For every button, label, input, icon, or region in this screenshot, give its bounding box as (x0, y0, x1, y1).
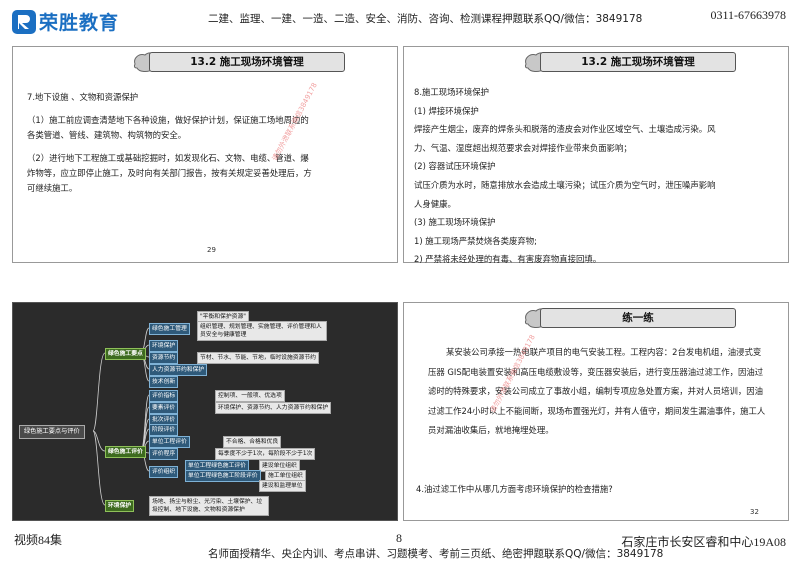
text-line: 8.施工现场环境保护 (414, 87, 489, 97)
mindmap-node: 单位工程绿色施工阶段评价 (185, 470, 261, 482)
footer-notice: 名师面授精华、央企内训、考点串讲、习题模考、考前三页纸、绝密押题联系QQ/微信：… (208, 548, 664, 560)
text-line: 1) 施工现场严禁焚烧各类废弃物; (414, 235, 537, 246)
mindmap-note: 控制项、一般项、优选项 (215, 390, 285, 402)
mindmap-note: 每季度不少于1次，每阶段不少于1次 (215, 448, 316, 460)
mindmap-note: 不合格、合格和优良 (223, 436, 282, 448)
slide-body: 8.施工现场环境保护 (1) 焊接环境保护 焊接产生烟尘，废弃的焊条头和脱落的渣… (414, 87, 780, 273)
text-line: 力、气温、湿度超出规范要求会对焊接作业带来负面影响； (414, 142, 632, 153)
mindmap-branch: 环境保护 (105, 500, 135, 512)
text-line: 焊接产生烟尘，废弃的焊条头和脱落的渣皮会对作业区域空气、土壤造成污染。风 (414, 124, 716, 135)
slide-title: 练一练 (540, 308, 736, 328)
mindmap-note: 场地、扬尘与粉尘、光污染、土壤保护、垃圾控制、地下设施、文物和资源保护 (149, 496, 269, 516)
header-phone: 0311-67663978 (710, 8, 786, 22)
mindmap-note: 组织管理、规划管理、实施管理、评价管理和人员安全与健康管理 (197, 321, 327, 341)
mindmap-node: 环境保护 (149, 340, 179, 352)
page-header: 荣胜教育 二建、监理、一建、一造、二造、安全、消防、咨询、检测课程押题联系QQ/… (0, 0, 800, 38)
mindmap-node: 资源节约 (149, 352, 179, 364)
header-notice: 二建、监理、一建、一造、二造、安全、消防、咨询、检测课程押题联系QQ/微信：38… (208, 13, 643, 25)
text-line: 各类管道、管线、建筑物、构筑物的安全。 (27, 130, 187, 140)
text-line: 可继续施工。 (27, 183, 78, 193)
footer-address: 石家庄市长安区睿和中心19A08 (621, 535, 786, 549)
mindmap-note: 节材、节水、节能、节地，临时设施资源节约 (197, 352, 319, 364)
mindmap-note: 建设和监理单位 (259, 480, 306, 492)
text-line: (1) 焊接环境保护 (414, 105, 479, 116)
text-line: (2) 容器试压环境保护 (414, 161, 496, 172)
mindmap-node: 评价程序 (149, 448, 179, 460)
brand-r-icon (12, 9, 36, 34)
slide-32: 练一练 某安装公司承接一热电联产项目的电气安装工程。工程内容：2台发电机组，油浸… (403, 302, 789, 521)
text-line: 炸物等，应立即停止施工，及时向有关部门报告，按有关规定妥善处理后，方 (27, 168, 312, 178)
brand-logo: 荣胜教育 (12, 8, 119, 35)
slide-30: 13.2 施工现场环境管理 8.施工现场环境保护 (1) 焊接环境保护 焊接产生… (403, 46, 789, 264)
mindmap-node: 阶段评价 (149, 424, 179, 436)
footer-video-count: 视频84集 (14, 533, 63, 547)
mindmap-node: 人力资源节约和保护 (149, 364, 208, 376)
mindmap-slide: 绿色施工要点与评价 绿色施工要点 绿色施工评价 环境保护 绿色施工管理 环境保护… (12, 302, 398, 521)
slide-title: 13.2 施工现场环境管理 (149, 52, 345, 72)
mindmap-branch: 绿色施工要点 (105, 348, 146, 360)
mindmap-node: 绿色施工管理 (149, 323, 190, 335)
text-line: 试压介质为水时，随意排放水会造成土壤污染；试压介质为空气时，泄压噪声影响 (414, 179, 716, 190)
mindmap-node: 评价指标 (149, 390, 179, 402)
mindmap-node: 评价组织 (149, 466, 179, 478)
question-text: 4.油过滤工作中从哪几方面考虑环境保护的检查措施? (416, 484, 613, 494)
slide-body: 7.地下设施 、文物和资源保护 （1）施工前应调查清楚地下各种设施，做好保护计划… (27, 92, 389, 206)
text-line: （1）施工前应调查清楚地下各种设施，做好保护计划，保证施工场地周边的 (27, 115, 309, 125)
case-paragraph: 某安装公司承接一热电联产项目的电气安装工程。工程内容：2台发电机组，油浸式变压器… (428, 347, 766, 435)
text-line: (3) 施工现场环境保护 (414, 217, 496, 228)
brand-name: 荣胜教育 (39, 12, 120, 34)
slide-29: 13.2 施工现场环境管理 7.地下设施 、文物和资源保护 （1）施工前应调查清… (12, 46, 398, 263)
text-line: （2）进行地下工程施工或基础挖掘时，如发现化石、文物、电缆、管道、爆 (27, 153, 309, 163)
mindmap-note: 环境保护、资源节约、人力资源节约和保护 (215, 402, 332, 414)
mindmap-root: 绿色施工要点与评价 (19, 425, 85, 439)
page-number: 32 (750, 508, 759, 516)
mindmap-node: 单位工程评价 (149, 436, 190, 448)
slide-title: 13.2 施工现场环境管理 (540, 52, 736, 72)
page-number: 29 (207, 246, 216, 254)
mindmap-node: 要素评价 (149, 402, 179, 414)
slide-body: 某安装公司承接一热电联产项目的电气安装工程。工程内容：2台发电机组，油浸式变压器… (428, 343, 768, 441)
mindmap-branch: 绿色施工评价 (105, 446, 146, 458)
mindmap-node: 技术创新 (149, 376, 179, 388)
footer-page-number: 8 (396, 531, 402, 545)
text-line: 人身健康。 (414, 198, 456, 209)
text-line: 7.地下设施 、文物和资源保护 (27, 92, 139, 102)
text-line: 2) 严禁将未经处理的有毒、有害废弃物直接回填。 (414, 254, 602, 265)
